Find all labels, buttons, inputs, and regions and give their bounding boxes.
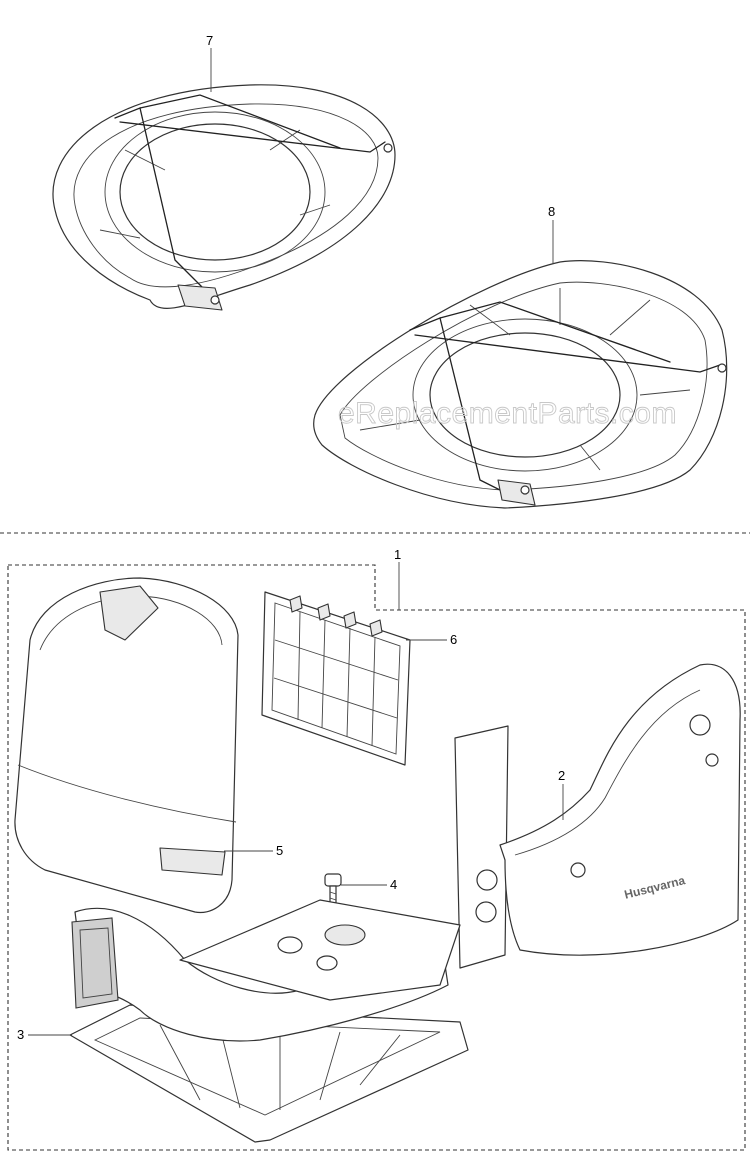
- svg-text:1: 1: [394, 547, 401, 562]
- svg-text:6: 6: [450, 632, 457, 647]
- part-7-oval-cover[interactable]: [52, 84, 396, 311]
- part-3-filter-base[interactable]: [69, 899, 469, 1143]
- svg-text:3: 3: [17, 1027, 24, 1042]
- svg-text:4: 4: [390, 877, 397, 892]
- callout-5: 5: [224, 843, 283, 858]
- callout-3: 3: [17, 1027, 72, 1042]
- callout-8: 8: [548, 204, 555, 264]
- svg-text:2: 2: [558, 768, 565, 783]
- callout-4: 4: [341, 877, 397, 892]
- svg-text:8: 8: [548, 204, 555, 219]
- callout-6: 6: [406, 632, 457, 647]
- callout-1: 1: [394, 547, 401, 610]
- svg-text:5: 5: [276, 843, 283, 858]
- part-5-filter-housing[interactable]: [14, 577, 239, 914]
- kit-boundary: [7, 564, 746, 1151]
- part-6-filter-grid[interactable]: [261, 591, 411, 766]
- watermark-text: eReplacementParts.com: [338, 397, 677, 430]
- callout-2: 2: [558, 768, 565, 820]
- callout-7: 7: [206, 33, 213, 92]
- part-8-triangular-cover[interactable]: [313, 260, 728, 509]
- part-2-side-cover[interactable]: Husqvarna: [454, 663, 741, 969]
- svg-text:7: 7: [206, 33, 213, 48]
